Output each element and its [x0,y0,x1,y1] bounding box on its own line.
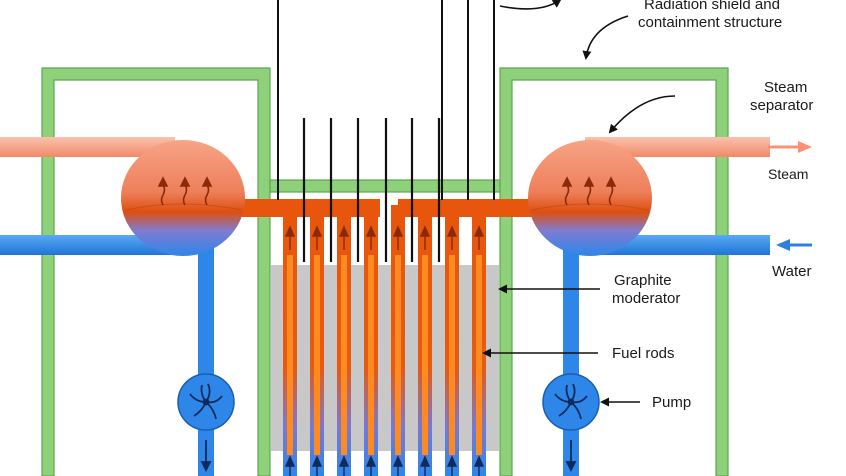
fuel-channel [391,205,405,476]
flow-arrow-icon [446,455,458,476]
containment-right [499,67,729,476]
label-moderator-line1: Graphite [614,272,672,289]
label-shield-line1: Radiation shield and [644,0,780,13]
water-pipe-left [0,235,175,255]
label-moderator-line2: moderator [612,290,681,307]
control-rod-drives [277,0,495,200]
flow-arrow-icon [338,225,350,250]
label-separator-line1: Steam [764,79,808,96]
fuel-rod [449,255,455,455]
steam-out-arrow-icon [768,141,812,153]
label-water: Water [772,263,812,280]
flow-arrow-icon [392,455,404,476]
header-bend-right [398,199,414,217]
steam-rise-arrows [157,176,617,206]
flow-arrow-icon [446,225,458,250]
label-pump: Pump [652,394,692,411]
steam-separator-right [528,140,652,256]
fuel-channel [337,205,351,476]
label-fuel-rods: Fuel rods [612,345,675,362]
label-steam: Steam [768,166,809,182]
fuel-rod [476,255,482,455]
flow-arrow-icon [365,455,377,476]
fuel-channel [283,205,297,476]
fuel-channel [418,205,432,476]
downflow-arrows [200,440,577,473]
fuel-rod [422,255,428,455]
header-bend-left [356,199,372,217]
steam-pipe-right [585,137,770,157]
fuel-channel [472,205,486,476]
flow-arrow-icon [392,225,404,250]
water-in-arrow-icon [776,239,812,251]
control-rods [302,118,441,262]
fuel-channels [283,199,486,476]
flow-arrow-icon [338,455,350,476]
pump-impeller-icon [554,383,588,420]
pump-right [542,373,600,431]
graphite-moderator [271,265,499,451]
flow-arrow-icon [284,455,296,476]
flow-arrow-icon [419,225,431,250]
fuel-rod [341,255,347,455]
fuel-rod [287,255,293,455]
label-shield-line2: containment structure [638,14,783,31]
fuel-channel [310,205,324,476]
steam-pipe-left [0,137,175,157]
label-separator-line2: separator [750,97,814,114]
flow-arrow-icon [419,455,431,476]
fuel-channel [445,205,459,476]
pump-left [177,373,235,431]
flow-arrow-icon [473,455,485,476]
flow-arrow-icon [365,225,377,250]
fuel-rod [314,255,320,455]
flow-arrow-icon [284,225,296,250]
flow-arrow-icon [311,225,323,250]
downcomer-left [198,235,214,476]
fuel-rod [395,255,401,455]
flow-arrow-icon [311,455,323,476]
leader-lines [482,0,676,407]
pump-impeller-icon [189,383,223,420]
fuel-channel [364,205,378,476]
containment-left [41,67,271,476]
flow-arrow-icon [473,225,485,250]
fuel-rod [368,255,374,455]
downcomer-right [563,235,579,476]
